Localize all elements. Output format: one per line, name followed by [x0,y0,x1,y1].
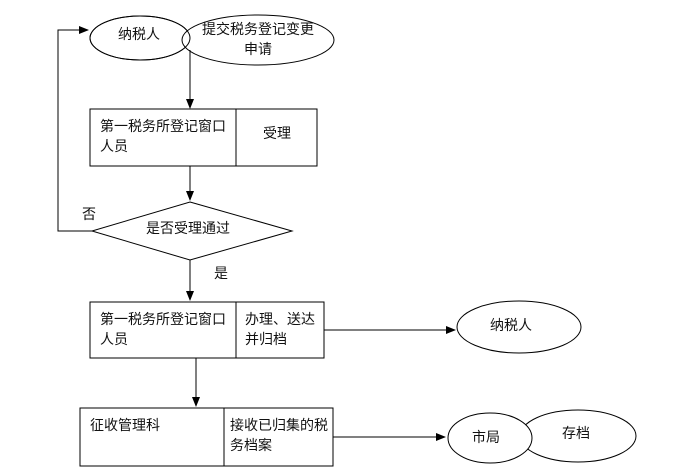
box-collection [79,407,334,467]
taxpayer-right-label: 纳税人 [490,318,532,334]
decision-label: 是否受理通过 [146,221,230,237]
box-window-staff-1 [89,108,318,167]
ellipse-submit-request [181,14,335,66]
city-bureau-label: 市局 [472,430,500,446]
archive-label: 存档 [562,426,590,442]
ellipse-taxpayer-right [456,300,582,354]
box-window-staff-2 [89,301,325,359]
submit-request-label: 提交税务登记变更申请 [202,22,314,58]
yes-label: 是 [214,266,228,282]
no-label: 否 [82,207,96,223]
ellipse-city-bureau [447,412,533,464]
window-staff-2-label: 第一税务所登记窗口人员 [100,312,226,348]
process-send-label: 办理、送达并归档 [245,312,315,348]
accept-label: 受理 [263,126,291,142]
collection-section-label: 征收管理科 [90,418,160,434]
receive-archive-label: 接收已归集的税务档案 [230,418,328,454]
no-loop-line [57,26,92,232]
window-staff-1-label: 第一税务所登记窗口人员 [100,119,226,155]
taxpayer-top-label: 纳税人 [118,27,160,43]
